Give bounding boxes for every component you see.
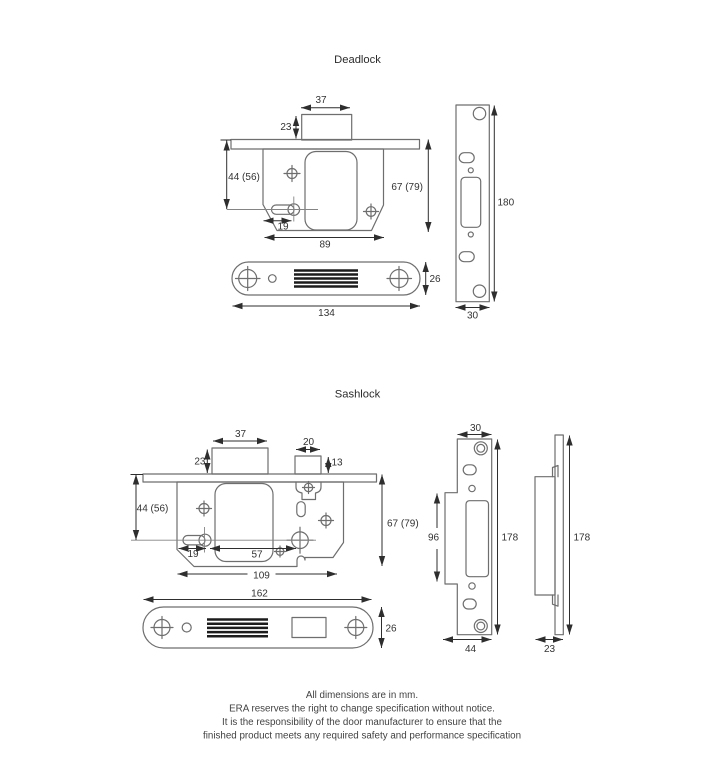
- deadbolt-face-hatch: [207, 618, 268, 638]
- sashlock-fixing-hole-left: [195, 500, 213, 517]
- dim-deadbolt-width: 37: [235, 429, 247, 440]
- dim-strike-length: 178: [502, 533, 519, 544]
- dim-strike-length: 180: [498, 198, 515, 209]
- sashlock-forend-strip: [142, 473, 378, 483]
- dim-forend-height: 26: [430, 274, 442, 285]
- strike-pin-hole-top: [468, 484, 476, 493]
- deadlock-forend-strip: [230, 138, 421, 150]
- dim-backset: 44 (56): [137, 504, 169, 515]
- deadlock-strike-plate: [455, 104, 490, 303]
- strike-pin-hole-top: [467, 167, 474, 174]
- keep-plate-side: [554, 434, 564, 636]
- strike-screw-hole-bottom: [472, 284, 487, 298]
- footer-notes: All dimensions are in mm. ERA reserves t…: [203, 690, 521, 742]
- deadlock-forend-plate: [231, 261, 421, 296]
- deadbolt-face-hatch: [294, 269, 358, 288]
- deadlock-fixing-hole-left: [283, 164, 301, 183]
- dim-case-width: 109: [253, 571, 270, 582]
- note-line-4: finished product meets any required safe…: [203, 731, 521, 742]
- deadlock-case-view: 37 23 44 (56) 67 (79) 19 89: [220, 95, 432, 251]
- deadlock-case-cutout: [304, 150, 358, 231]
- strike-slot-bottom: [458, 251, 475, 263]
- forend-screw-hole-left: [234, 265, 261, 292]
- dim-forend-height: 26: [386, 624, 398, 635]
- latch-follower-tab: [295, 481, 322, 501]
- sashlock-diagram: Sashlock: [130, 389, 591, 655]
- dim-strike-cutout-height: 96: [428, 533, 440, 544]
- dim-bolt-height: 23: [280, 122, 292, 133]
- note-line-1: All dimensions are in mm.: [306, 690, 418, 701]
- dim-case-width: 89: [319, 240, 331, 251]
- strike-pin-hole-bottom: [468, 582, 476, 590]
- sashlock-title: Sashlock: [335, 389, 381, 401]
- sashlock-case-cutout: [214, 482, 274, 563]
- deadlock-title: Deadlock: [334, 54, 381, 66]
- strike-bolt-opening: [465, 500, 490, 578]
- sashlock-forend-view: 26: [142, 606, 398, 649]
- dim-keep-side-length: 178: [574, 533, 591, 544]
- sashlock-latchbolt: [294, 455, 322, 475]
- forend-screw-hole-right: [386, 265, 413, 292]
- dim-forend-length: 134: [318, 308, 335, 319]
- sashlock-strike-plate-view: 30 96 178 44: [428, 423, 519, 655]
- strike-screw-hole-top: [473, 441, 488, 456]
- dim-keep-side-depth: 23: [544, 644, 556, 655]
- dim-latch-height: 13: [332, 458, 344, 469]
- strike-screw-hole-bottom: [473, 618, 488, 634]
- forend-screw-hole-left: [150, 615, 174, 640]
- dim-deadbolt-height: 23: [194, 457, 206, 468]
- sashlock-case-body: [176, 481, 345, 568]
- sashlock-case-view: 37 23 20 13 44 (56) 67 (79) 19 57 109 16…: [130, 429, 419, 603]
- deadlock-case-body: [262, 148, 385, 232]
- dim-forend-length: 162: [251, 589, 268, 600]
- dim-strike-depth: 44: [465, 644, 477, 655]
- dim-strike-width: 30: [467, 311, 479, 322]
- strike-slot-bottom: [462, 598, 477, 610]
- sashlock-small-hole: [273, 545, 287, 558]
- strike-slot-top: [462, 464, 477, 476]
- latch-opening: [291, 616, 327, 639]
- sashlock-strike-plate: [444, 438, 493, 636]
- note-line-3: It is the responsibility of the door man…: [222, 717, 502, 728]
- dim-case-height: 67 (79): [387, 519, 419, 530]
- deadlock-diagram: Deadlock 37 23: [220, 54, 515, 322]
- deadlock-keyhole: [270, 196, 301, 222]
- deadlock-fixing-hole-right: [362, 203, 380, 220]
- deadlock-forend-view: 26 134: [231, 261, 442, 319]
- forend-key-pin-hole: [181, 622, 192, 633]
- forend-key-pin-hole: [267, 274, 277, 283]
- dim-bolt-width: 37: [315, 95, 327, 106]
- strike-screw-hole-top: [472, 106, 487, 121]
- sashlock-slot-hole: [296, 501, 306, 518]
- keep-fixing-clips: [551, 464, 559, 607]
- strike-bolt-opening: [460, 176, 482, 228]
- latch-tab-hole: [301, 480, 316, 495]
- dim-latch-width: 20: [303, 437, 315, 448]
- dim-strike-width: 30: [470, 423, 482, 434]
- note-line-2: ERA reserves the right to change specifi…: [229, 704, 495, 715]
- dim-backset: 44 (56): [228, 172, 260, 183]
- strike-slot-top: [458, 152, 475, 164]
- deadlock-strike-plate-view: 180 30: [455, 104, 515, 322]
- dim-case-height: 67 (79): [391, 182, 423, 193]
- sashlock-deadbolt: [211, 447, 269, 475]
- sashlock-keep-side-view: 178 23: [534, 434, 591, 655]
- deadlock-bolt: [301, 113, 353, 141]
- keep-dust-box: [534, 476, 556, 596]
- strike-pin-hole-bottom: [467, 231, 474, 238]
- dim-keyhole-offset: 19: [187, 549, 199, 560]
- sashlock-fixing-hole-right: [317, 512, 335, 529]
- dim-keyhole-offset: 19: [277, 222, 289, 233]
- sashlock-forend-plate: [142, 606, 374, 649]
- forend-screw-hole-right: [344, 615, 368, 640]
- dim-keyhole-to-spindle: 57: [251, 550, 263, 561]
